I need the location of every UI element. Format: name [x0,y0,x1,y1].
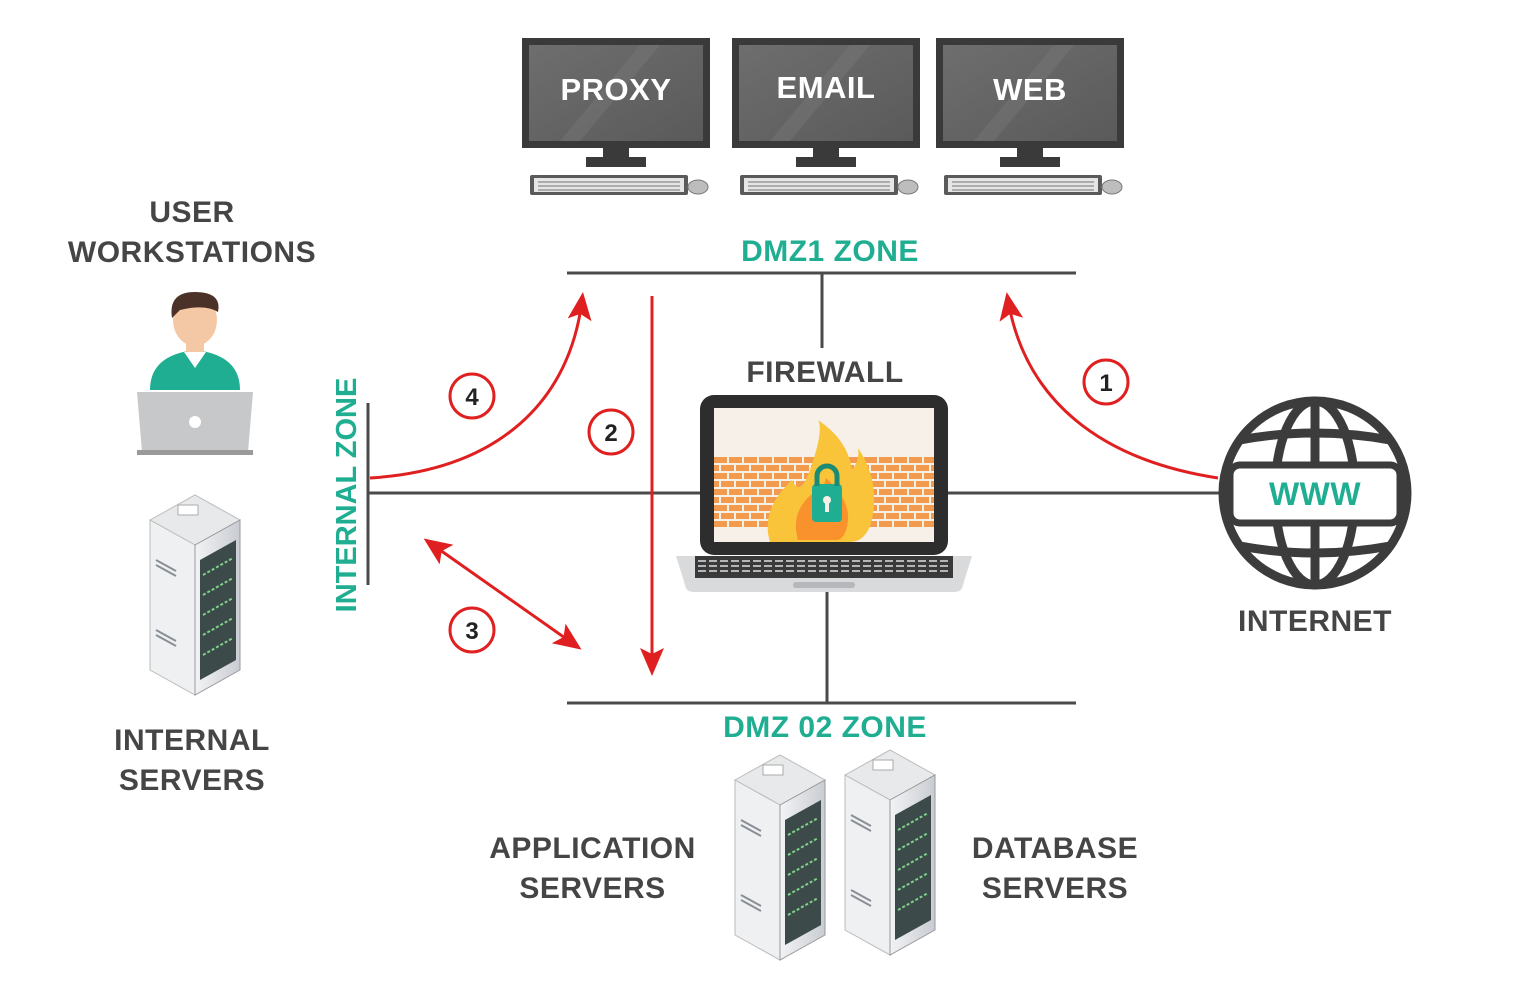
user-workstation-icon [137,292,253,455]
flow-number-4: 4 [465,384,479,411]
application-servers-label-line1: APPLICATION [489,832,696,865]
application-server-rack-icon [733,754,827,961]
flow-arrows [369,292,1219,676]
database-servers-label-line2: SERVERS [981,872,1129,905]
flow-arrow-1 [999,292,1219,480]
network-lines [366,271,1220,705]
user-workstations-label-line1: USER [149,196,235,229]
firewall-label: FIREWALL [746,356,904,389]
flow-number-3: 3 [465,618,478,645]
web-monitor-label: WEB [993,72,1067,107]
web-monitor-icon [936,38,1124,195]
internal-servers-label-line2: SERVERS [118,764,266,797]
flow-badge-2: 2 [587,408,635,456]
internal-servers-label-line1: INTERNAL [114,724,270,757]
application-servers-label-line2: SERVERS [519,872,666,905]
internal-server-rack-icon [148,494,242,696]
email-monitor-icon [732,38,920,195]
firewall-laptop-icon [676,395,972,592]
flow-badge-3: 3 [448,606,496,654]
flow-number-1: 1 [1099,370,1112,397]
email-monitor-label: EMAIL [776,70,876,105]
proxy-monitor-icon [522,38,710,195]
proxy-monitor-label: PROXY [560,72,672,107]
dmz1-zone-label: DMZ1 ZONE [741,235,919,268]
flow-arrow-3 [423,538,582,650]
internet-label: INTERNET [1238,605,1392,638]
internal-zone-label: INTERNAL ZONE [331,377,363,613]
flow-badge-1: 1 [1082,358,1130,406]
flow-arrow-4 [369,292,592,480]
globe-icon [1218,396,1412,590]
flow-number-2: 2 [604,420,617,447]
flow-badge-4: 4 [448,372,496,420]
user-workstations-label-line2: WORKSTATIONS [67,236,317,269]
database-servers-label-line1: DATABASE [971,832,1139,865]
www-label: WWW [1268,476,1362,512]
database-server-rack-icon [843,749,937,956]
dmz2-zone-label: DMZ 02 ZONE [723,711,927,744]
